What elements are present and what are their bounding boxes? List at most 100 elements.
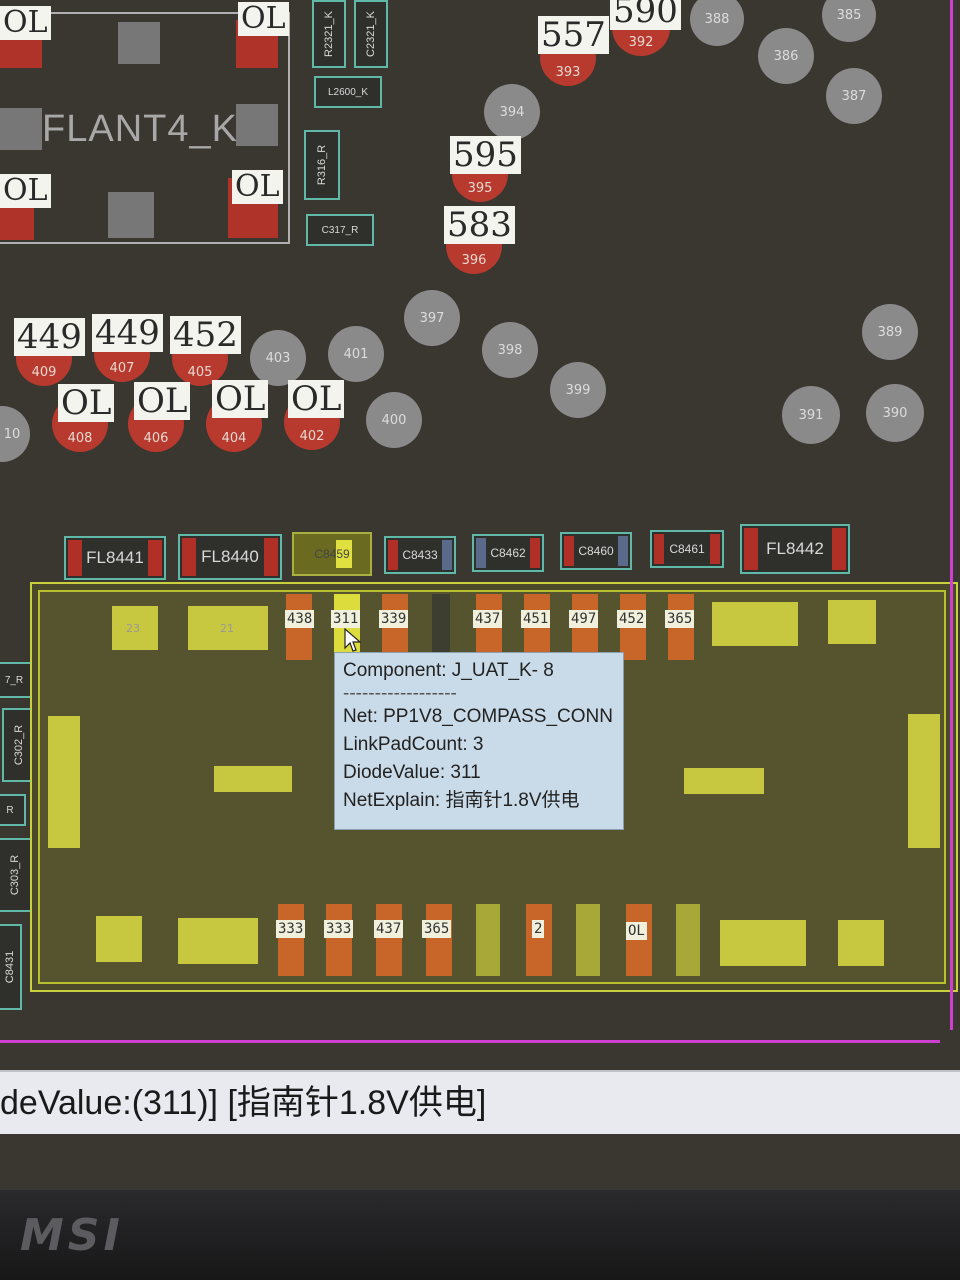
test-pad[interactable]: 394 <box>484 84 540 140</box>
connector-pin[interactable] <box>426 904 452 976</box>
mouse-cursor-icon <box>344 628 362 652</box>
capacitor-c8431[interactable]: C8431 <box>0 924 22 1010</box>
capacitor-c8462[interactable]: C8462 <box>472 534 544 572</box>
inductor-l2600[interactable]: L2600_K <box>314 76 382 108</box>
part-label: C317_R <box>321 224 359 236</box>
board-edge-line <box>0 1040 940 1043</box>
capacitor-c8461[interactable]: C8461 <box>650 530 724 568</box>
connector-pin[interactable] <box>376 904 402 976</box>
highlight-pad <box>336 540 352 568</box>
connector-pin[interactable] <box>326 904 352 976</box>
pad-number: 401 <box>343 346 369 362</box>
monitor-bezel <box>0 1190 960 1280</box>
capacitor-c303[interactable]: C303_R <box>0 838 32 912</box>
connector-pad[interactable] <box>178 918 258 964</box>
connector-side-pad[interactable] <box>908 714 940 848</box>
test-pad[interactable]: 390 <box>866 384 924 442</box>
boardview-canvas[interactable]: FLANT4_K OL OL OL OL R2321_K C2321_K L26… <box>0 0 960 1190</box>
part-label: C8462 <box>490 546 526 560</box>
test-pad[interactable]: 391 <box>782 386 840 444</box>
connector-pin[interactable] <box>676 904 700 976</box>
connector-pad-23[interactable] <box>112 606 158 650</box>
tooltip-link-count: LinkPadCount: 3 <box>343 734 484 755</box>
test-pad[interactable]: 386 <box>758 28 814 84</box>
part-label: C303_R <box>9 854 22 896</box>
connector-mid-pad[interactable] <box>214 766 292 792</box>
test-pad[interactable]: 388 <box>690 0 744 46</box>
capacitor-c2321[interactable]: C2321_K <box>354 0 388 68</box>
connector-side-pad[interactable] <box>48 716 80 848</box>
connector-pad[interactable] <box>720 920 806 966</box>
flant4-component[interactable] <box>0 12 290 244</box>
resistor-left-2[interactable]: R <box>0 794 26 826</box>
test-pad[interactable]: 401 <box>328 326 384 382</box>
pin-reading: 365 <box>422 920 452 938</box>
connector-pin[interactable] <box>526 904 552 976</box>
capacitor-c317[interactable]: C317_R <box>306 214 374 246</box>
pad-4[interactable] <box>236 104 278 146</box>
monitor-brand-logo: MSI <box>20 1210 124 1261</box>
reading-label: OL <box>134 382 191 420</box>
pad-number: 390 <box>882 405 908 421</box>
connector-pin[interactable] <box>576 904 600 976</box>
reading-label: 449 <box>14 318 85 356</box>
part-label: C8461 <box>669 542 705 556</box>
connector-pad-22[interactable] <box>828 600 876 644</box>
connector-pad[interactable] <box>96 916 142 962</box>
connector-pin[interactable] <box>278 904 304 976</box>
test-pad[interactable]: 400 <box>366 392 422 448</box>
connector-mid-pad[interactable] <box>684 768 764 794</box>
pad-number: 399 <box>565 382 591 398</box>
test-pad[interactable]: 387 <box>826 68 882 124</box>
connector-pin[interactable] <box>432 594 450 660</box>
part-label: FL8440 <box>201 547 259 566</box>
tooltip-component: Component: J_UAT_K- 8 <box>343 660 554 681</box>
capacitor-c8433[interactable]: C8433 <box>384 536 456 574</box>
pad-number: 395 <box>467 181 493 196</box>
part-label: C302_R <box>13 724 26 766</box>
pad-number: 391 <box>798 407 824 423</box>
pin-info-tooltip: Component: J_UAT_K- 8 ------------------… <box>334 652 624 830</box>
resistor-left[interactable]: 7_R <box>0 662 34 698</box>
pad-number: 400 <box>381 412 407 428</box>
part-label: 7_R <box>4 674 24 686</box>
pin-reading: 333 <box>324 920 354 938</box>
test-pad[interactable]: 385 <box>822 0 876 42</box>
capacitor-c8460[interactable]: C8460 <box>560 532 632 570</box>
reading-label: OL <box>0 6 51 40</box>
test-pad[interactable]: 10 <box>0 406 30 462</box>
reading-label: OL <box>58 384 115 422</box>
pad-2[interactable] <box>108 192 154 238</box>
capacitor-c8459[interactable]: C8459 <box>292 532 372 576</box>
connector-pad-24[interactable] <box>712 602 798 646</box>
filter-fl8441[interactable]: FL8441 <box>64 536 166 580</box>
reading-label: 583 <box>444 206 515 244</box>
pad-number: 10 <box>3 426 21 442</box>
filter-fl8440[interactable]: FL8440 <box>178 534 282 580</box>
status-bar: deValue:(311)] [指南针1.8V供电] <box>0 1070 960 1134</box>
reading-label: OL <box>212 380 269 418</box>
connector-pin[interactable] <box>626 904 652 976</box>
resistor-r2321[interactable]: R2321_K <box>312 0 346 68</box>
resistor-r316[interactable]: R316_R <box>304 130 340 200</box>
test-pad[interactable]: 398 <box>482 322 538 378</box>
test-pad[interactable]: 403 <box>250 330 306 386</box>
test-pad[interactable]: 397 <box>404 290 460 346</box>
part-label: C8431 <box>4 950 17 984</box>
pad-number: 408 <box>67 431 93 446</box>
pad-7[interactable] <box>0 108 42 150</box>
connector-pad[interactable] <box>838 920 884 966</box>
pin-reading: 437 <box>374 920 404 938</box>
part-label: FL8442 <box>766 539 824 558</box>
test-pad[interactable]: 399 <box>550 362 606 418</box>
pad-number: 397 <box>419 310 445 326</box>
connector-pin[interactable] <box>476 904 500 976</box>
filter-fl8442[interactable]: FL8442 <box>740 524 850 574</box>
pad-6[interactable] <box>118 22 160 64</box>
connector-pad-21[interactable] <box>188 606 268 650</box>
test-pad[interactable]: 389 <box>862 304 918 360</box>
pad-number: 403 <box>265 350 291 366</box>
reading-label: OL <box>288 380 345 418</box>
tooltip-net-explain: NetExplain: 指南针1.8V供电 <box>343 790 580 811</box>
part-label: L2600_K <box>327 86 369 98</box>
